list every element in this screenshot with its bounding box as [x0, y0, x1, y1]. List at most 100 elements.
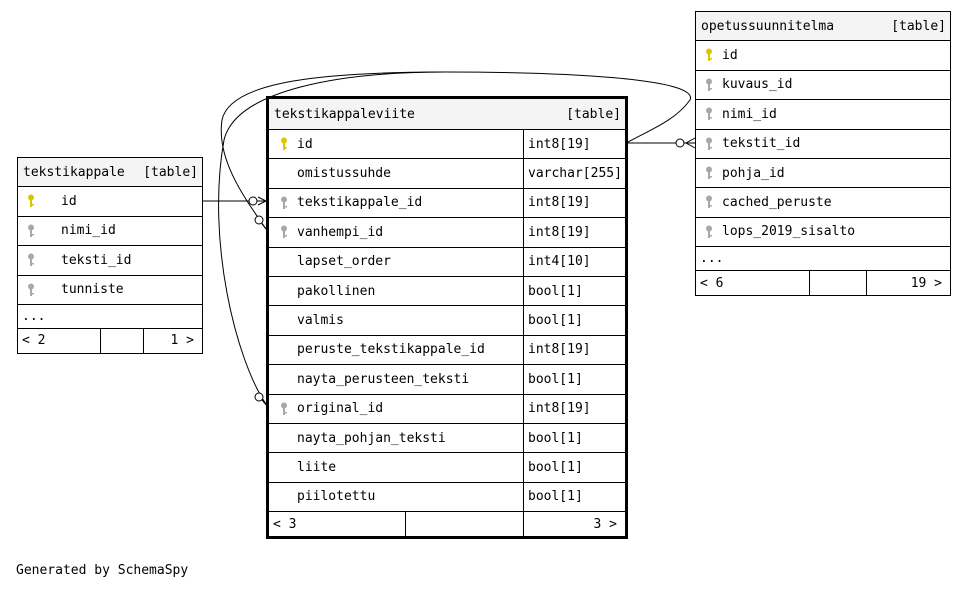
column-row[interactable]: nimi_id: [18, 217, 202, 247]
table-header: tekstikappale [table]: [18, 158, 202, 188]
table-name: tekstikappale: [23, 164, 125, 180]
column-row[interactable]: piilotettu bool[1]: [269, 482, 625, 513]
children-count[interactable]: 19 >: [910, 275, 942, 291]
table-tag: [table]: [891, 18, 946, 34]
edge-end-marker: [254, 215, 264, 225]
column-type: int8[19]: [523, 218, 625, 247]
column-type: int8[19]: [523, 335, 625, 365]
foreign-key-icon: [705, 107, 713, 121]
column-name: nimi_id: [722, 106, 777, 122]
column-row[interactable]: nimi_id: [696, 100, 950, 130]
column-list: id nimi_id teksti_id tunniste: [18, 187, 202, 305]
column-name: valmis: [297, 313, 344, 329]
column-name: kuvaus_id: [722, 77, 793, 93]
table-header: tekstikappaleviite [table]: [269, 99, 625, 130]
foreign-key-icon: [705, 195, 713, 209]
foreign-key-icon: [27, 224, 35, 238]
column-name: lops_2019_sisalto: [722, 224, 856, 240]
column-name: pohja_id: [722, 165, 785, 181]
generator-credit: Generated by SchemaSpy: [16, 563, 189, 578]
foreign-key-icon: [705, 225, 713, 239]
column-row[interactable]: id: [696, 41, 950, 71]
column-name: peruste_tekstikappale_id: [297, 342, 485, 358]
edge-end-marker: [248, 196, 258, 206]
column-row[interactable]: id: [18, 187, 202, 217]
column-row[interactable]: peruste_tekstikappale_id int8[19]: [269, 335, 625, 366]
foreign-key-icon: [27, 283, 35, 297]
foreign-key-icon: [280, 402, 288, 416]
column-name: nimi_id: [61, 223, 116, 239]
children-count[interactable]: 3 >: [593, 516, 617, 532]
column-name: cached_peruste: [722, 195, 832, 211]
foreign-key-icon: [705, 137, 713, 151]
column-type: int8[19]: [523, 130, 625, 159]
column-row[interactable]: tunniste: [18, 276, 202, 305]
column-type: int4[10]: [523, 247, 625, 276]
column-type: bool[1]: [523, 276, 625, 306]
table-name: tekstikappaleviite: [274, 106, 415, 122]
edge-self-original: [218, 71, 446, 405]
edge-end-marker: [675, 138, 685, 148]
table-footer: < 3 3 >: [269, 512, 625, 537]
column-row[interactable]: teksti_id: [18, 246, 202, 276]
children-count[interactable]: 1 >: [170, 333, 194, 349]
column-row[interactable]: lops_2019_sisalto: [696, 218, 950, 248]
column-type: int8[19]: [523, 188, 625, 218]
column-row[interactable]: pakollinen bool[1]: [269, 276, 625, 307]
column-row[interactable]: pohja_id: [696, 159, 950, 189]
table-footer: < 2 1 >: [18, 328, 202, 353]
table-footer: < 6 19 >: [696, 271, 950, 296]
column-row[interactable]: vanhempi_id int8[19]: [269, 218, 625, 248]
foreign-key-icon: [705, 78, 713, 92]
column-row[interactable]: kuvaus_id: [696, 71, 950, 101]
parents-count[interactable]: < 2: [22, 333, 46, 349]
column-type: int8[19]: [523, 394, 625, 423]
ellipsis: ...: [22, 308, 46, 324]
column-row[interactable]: original_id int8[19]: [269, 394, 625, 424]
column-type: bool[1]: [523, 306, 625, 335]
column-type: bool[1]: [523, 365, 625, 394]
table-name: opetussuunnitelma: [701, 18, 835, 34]
primary-key-icon: [27, 194, 35, 208]
column-name: original_id: [297, 401, 384, 417]
table-header: opetussuunnitelma [table]: [696, 12, 950, 42]
edge-end-marker: [254, 392, 264, 402]
column-row[interactable]: nayta_pohjan_teksti bool[1]: [269, 423, 625, 454]
column-row[interactable]: cached_peruste: [696, 188, 950, 218]
column-row[interactable]: lapset_order int4[10]: [269, 247, 625, 277]
column-name: id: [61, 194, 77, 210]
table-tekstikappale[interactable]: tekstikappale [table] id nimi_id teksti_id…: [17, 157, 203, 354]
column-name: id: [297, 136, 313, 152]
column-name: vanhempi_id: [297, 224, 384, 240]
ellipsis: ...: [700, 251, 724, 267]
column-name: id: [722, 48, 738, 64]
parents-count[interactable]: < 3: [273, 516, 297, 532]
column-name: tunniste: [61, 282, 124, 298]
primary-key-icon: [705, 48, 713, 62]
table-tag: [table]: [566, 106, 621, 122]
column-name: lapset_order: [297, 254, 391, 270]
column-name: teksti_id: [61, 252, 132, 268]
column-name: piilotettu: [297, 489, 376, 505]
column-type: bool[1]: [523, 423, 625, 453]
column-row[interactable]: id int8[19]: [269, 130, 625, 160]
column-type: bool[1]: [523, 482, 625, 512]
ellipsis-row: ...: [696, 247, 950, 272]
foreign-key-icon: [705, 166, 713, 180]
column-name: nayta_pohjan_teksti: [297, 430, 446, 446]
column-row[interactable]: tekstit_id: [696, 130, 950, 159]
column-name: pakollinen: [297, 283, 376, 299]
column-type: bool[1]: [523, 453, 625, 482]
column-row[interactable]: valmis bool[1]: [269, 306, 625, 336]
parents-count[interactable]: < 6: [700, 275, 724, 291]
table-tag: [table]: [143, 164, 198, 180]
